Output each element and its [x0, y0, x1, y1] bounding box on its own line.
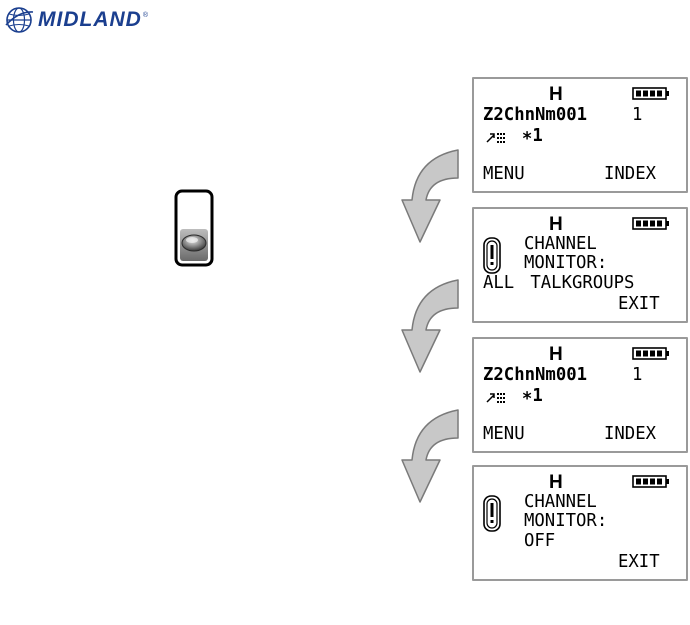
- push-button-icon[interactable]: [174, 189, 214, 267]
- battery-icon: [632, 217, 670, 230]
- exit-softkey[interactable]: EXIT: [618, 553, 660, 571]
- signal-icon: [485, 390, 507, 404]
- lcd-screen-channel: H Z2ChnNm001 1 ∗1 MENU INDEX: [472, 337, 688, 453]
- curved-arrow-icon: [400, 148, 466, 244]
- exclamation-icon: [483, 237, 501, 274]
- power-mode-indicator: H: [549, 473, 563, 492]
- battery-icon: [632, 87, 670, 100]
- channel-name: Z2ChnNm001: [483, 106, 587, 124]
- channel-name: Z2ChnNm001: [483, 366, 587, 384]
- message-line-1: CHANNEL: [524, 235, 597, 253]
- power-mode-indicator: H: [549, 85, 563, 104]
- exit-softkey[interactable]: EXIT: [618, 295, 660, 313]
- lcd-screen-channel: H Z2ChnNm001 1 ∗1 MENU INDEX: [472, 77, 688, 193]
- message-line-1: CHANNEL: [524, 493, 597, 511]
- battery-icon: [632, 475, 670, 488]
- power-mode-indicator: H: [549, 345, 563, 364]
- index-softkey[interactable]: INDEX: [604, 165, 656, 183]
- lcd-screen-monitor-off: H CHANNEL MONITOR: OFF EXIT: [472, 465, 688, 581]
- message-line-3: ALL TALKGROUPS: [483, 274, 634, 292]
- index-softkey[interactable]: INDEX: [604, 425, 656, 443]
- exclamation-icon: [483, 495, 501, 532]
- menu-softkey[interactable]: MENU: [483, 425, 525, 443]
- midland-logo: MIDLAND ®: [4, 4, 148, 36]
- channel-number: 1: [632, 366, 642, 384]
- message-line-2: MONITOR:: [524, 512, 607, 530]
- message-line-2: MONITOR:: [524, 254, 607, 272]
- battery-icon: [632, 347, 670, 360]
- logo-text: MIDLAND: [38, 8, 142, 32]
- signal-icon: [485, 130, 507, 144]
- power-mode-indicator: H: [549, 215, 563, 234]
- talkgroup-label: ∗1: [522, 127, 543, 145]
- globe-icon: [4, 5, 34, 35]
- menu-softkey[interactable]: MENU: [483, 165, 525, 183]
- registered-mark: ®: [143, 12, 148, 19]
- curved-arrow-icon: [400, 278, 466, 374]
- message-line-3: OFF: [524, 532, 555, 550]
- lcd-screen-monitor-all: H CHANNEL MONITOR: ALL TALKGROUPS EXIT: [472, 207, 688, 323]
- talkgroup-label: ∗1: [522, 387, 543, 405]
- channel-number: 1: [632, 106, 642, 124]
- curved-arrow-icon: [400, 408, 466, 504]
